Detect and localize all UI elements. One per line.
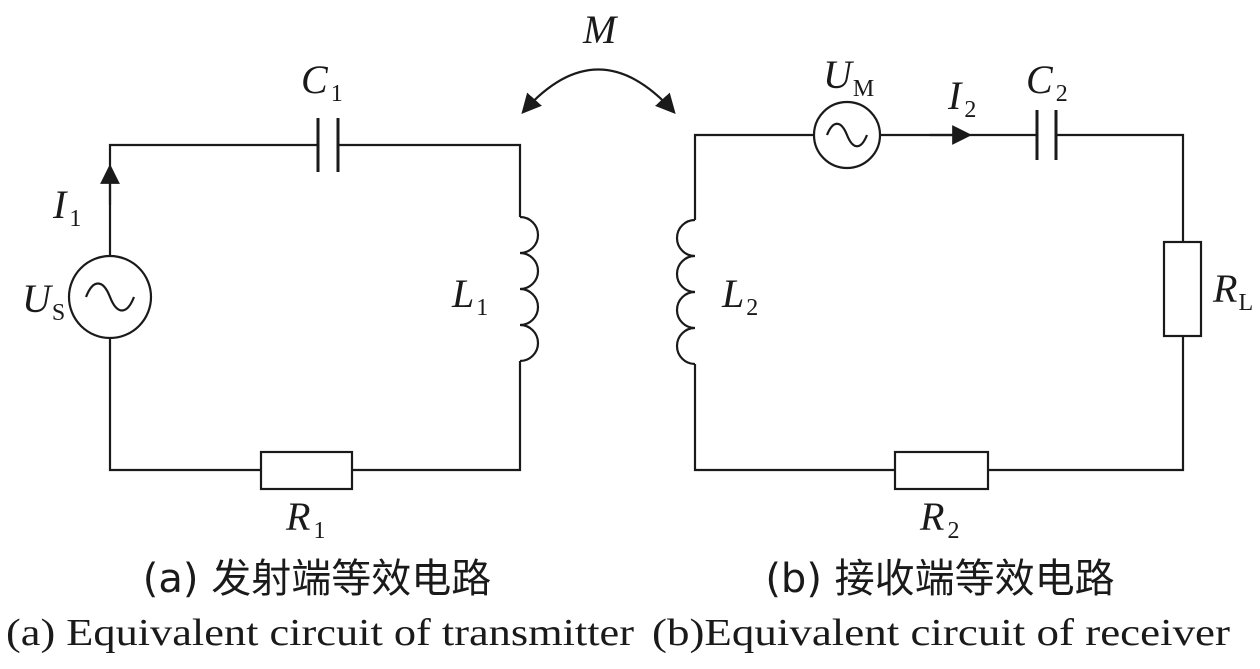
load-resistor-rl-label: RL	[1212, 266, 1253, 316]
transmitter-wire-right-bottom	[352, 361, 522, 472]
receiver-wire-bottom-left	[693, 364, 895, 472]
inductor-l1-label: L1	[451, 271, 488, 321]
ac-source-um	[812, 100, 882, 170]
resistor-r2	[893, 450, 990, 491]
ac-source-us	[67, 254, 153, 340]
caption-a-chinese: (a) 发射端等效电路	[143, 556, 491, 602]
capacitor-c1	[316, 118, 340, 172]
resistor-r1	[259, 450, 354, 491]
caption-b-chinese: (b) 接收端等效电路	[765, 556, 1114, 602]
transmitter-wire-top-right	[338, 143, 522, 217]
caption-b-english: (b)Equivalent circuit of receiver	[652, 612, 1230, 654]
receiver-wire-left-top	[693, 133, 815, 220]
mutual-coupling: M	[521, 7, 676, 114]
inductor-l2-label: L2	[721, 271, 758, 321]
inductor-l2	[675, 218, 696, 366]
source-us-label: US	[22, 276, 65, 326]
mutual-inductance-label: M	[582, 7, 619, 52]
source-um-label: UM	[823, 52, 874, 102]
load-resistor-rl	[1162, 240, 1203, 338]
receiver-wire-right-bottom	[988, 336, 1185, 472]
transmitter-wire-left-top	[108, 143, 318, 256]
capacitor-c2	[1035, 110, 1058, 160]
transmitter-wire-bottom-left	[108, 338, 261, 472]
receiver-wire-cap-right	[1056, 133, 1185, 242]
inductor-l1	[519, 215, 540, 363]
mutual-coupling-arrow	[521, 68, 676, 114]
caption-a-english: (a) Equivalent circuit of transmitter	[6, 612, 634, 654]
